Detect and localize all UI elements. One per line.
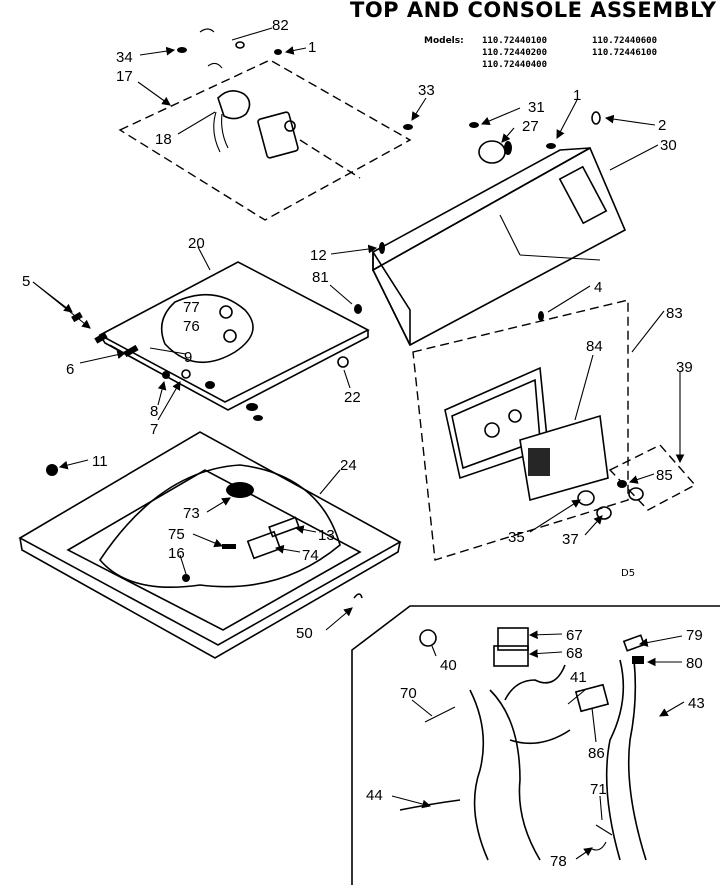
callout-13: 13 [318, 527, 335, 544]
callout-68: 68 [566, 645, 583, 662]
model-number: 110.72446100 [592, 48, 658, 58]
knob-37 [596, 506, 612, 520]
callout-78: 78 [550, 853, 567, 870]
callout-79: 79 [686, 627, 703, 644]
knob-35 [577, 490, 595, 506]
callout-1: 1 [573, 87, 581, 104]
screw-31 [469, 122, 479, 128]
screw-34 [177, 47, 187, 53]
callout-85: 85 [656, 467, 673, 484]
leader-lines [32, 27, 685, 860]
models-label: Models: [424, 36, 464, 46]
screw-1-top [274, 49, 282, 55]
callout-30: 30 [660, 137, 677, 154]
callout-86: 86 [588, 745, 605, 762]
timer-plate-84 [519, 414, 609, 502]
model-number: 110.72440200 [482, 48, 548, 58]
callout-9: 9 [184, 349, 192, 366]
callout-34: 34 [116, 49, 133, 66]
plug-81 [354, 304, 362, 314]
callout-4: 4 [594, 279, 602, 296]
callout-16: 16 [168, 545, 185, 562]
section-code: D5 [621, 568, 636, 579]
callout-22: 22 [344, 389, 361, 406]
diagram-title: TOP AND CONSOLE ASSEMBLY [350, 0, 717, 22]
bracket-39 [608, 444, 697, 511]
callout-71: 71 [590, 781, 607, 798]
timer-switch-block [257, 111, 361, 179]
screw-82 [235, 41, 245, 49]
callout-5: 5 [22, 273, 30, 290]
model-number: 110.72440600 [592, 36, 658, 46]
callout-41: 41 [570, 669, 587, 686]
screw-1-console [546, 143, 556, 149]
callout-37: 37 [562, 531, 579, 548]
callout-81: 81 [312, 269, 329, 286]
callout-7: 7 [150, 421, 158, 438]
top-cover-plate [118, 28, 412, 221]
hinge-parts [71, 311, 263, 421]
part-callouts: 82 34 1 17 18 33 31 27 1 2 30 20 5 77 76… [22, 17, 705, 870]
callout-8: 8 [150, 403, 158, 420]
callout-50: 50 [296, 625, 313, 642]
callout-31: 31 [528, 99, 545, 116]
callout-1: 1 [308, 39, 316, 56]
callout-27: 27 [522, 118, 539, 135]
callout-39: 39 [676, 359, 693, 376]
lid-20 [98, 261, 370, 411]
callout-24: 24 [340, 457, 357, 474]
callout-35: 35 [508, 529, 525, 546]
console-panel-30 [371, 146, 627, 347]
wiring-harness-inset [351, 605, 720, 885]
callout-44: 44 [366, 787, 383, 804]
callout-73: 73 [183, 505, 200, 522]
callout-40: 40 [440, 657, 457, 674]
callout-80: 80 [686, 655, 703, 672]
callout-82: 82 [272, 17, 289, 34]
screw-33 [403, 124, 413, 130]
timer-motor-18 [213, 90, 251, 153]
callout-20: 20 [188, 235, 205, 252]
callout-6: 6 [66, 361, 74, 378]
callout-12: 12 [310, 247, 327, 264]
callout-43: 43 [688, 695, 705, 712]
knob-27 [478, 140, 512, 164]
clip-2 [591, 111, 601, 125]
callout-17: 17 [116, 68, 133, 85]
callout-75: 75 [168, 526, 185, 543]
callout-74: 74 [302, 547, 319, 564]
callout-77: 77 [183, 299, 200, 316]
callout-11: 11 [92, 453, 108, 470]
callout-18: 18 [155, 131, 172, 148]
callout-83: 83 [666, 305, 683, 322]
cabinet-top-24 [18, 431, 402, 659]
model-number: 110.72440100 [482, 36, 548, 46]
bumper-22 [337, 356, 349, 368]
callout-84: 84 [586, 338, 603, 355]
model-number: 110.72440400 [482, 60, 548, 70]
callout-33: 33 [418, 82, 435, 99]
callout-70: 70 [400, 685, 417, 702]
screw-4 [538, 311, 544, 321]
screw-12 [379, 242, 385, 254]
callout-67: 67 [566, 627, 583, 644]
callout-2: 2 [658, 117, 666, 134]
callout-76: 76 [183, 318, 200, 335]
